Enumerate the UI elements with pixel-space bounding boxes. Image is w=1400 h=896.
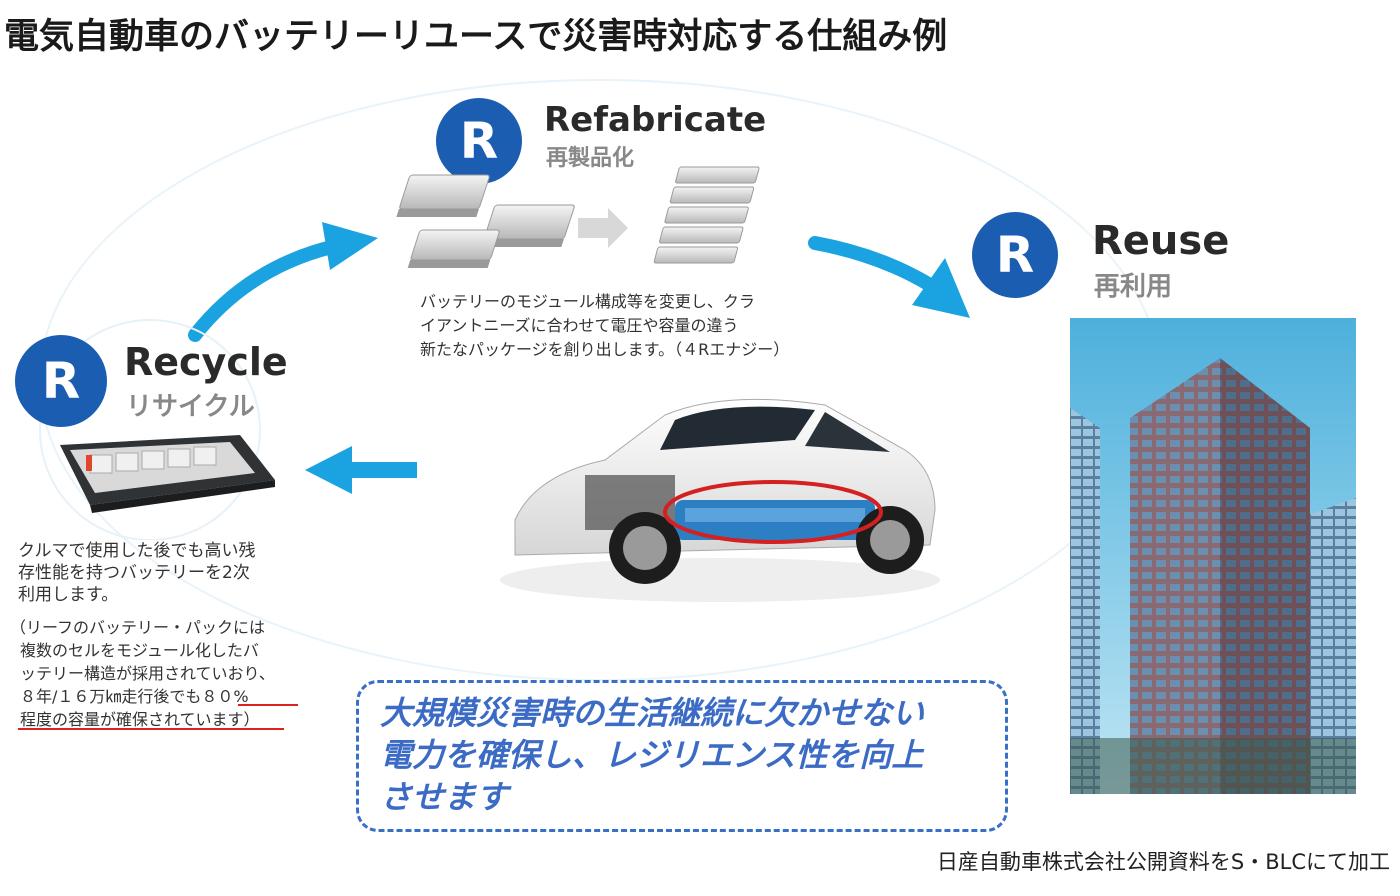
reuse-title-en: Reuse — [1092, 218, 1230, 264]
recycle-ring — [39, 319, 261, 540]
highlight-underline-80 — [238, 704, 298, 706]
recycle-badge: R — [15, 335, 107, 427]
battery-modules-illustration — [396, 166, 760, 268]
recycle-note-line: （リーフのバッテリー・パックには — [10, 618, 266, 637]
callout-box — [356, 680, 1008, 832]
recycle-desc-line: 存性能を持つバッテリーを2次 — [18, 563, 250, 583]
recycle-title-en: Recycle — [124, 340, 288, 384]
recycle-desc-line: 利用します。 — [18, 585, 119, 605]
refabricate-badge: R — [436, 98, 522, 184]
arrow-car-to-recycle — [305, 446, 417, 494]
recycle-note-line: 複数のセルをモジュール化したバ — [20, 641, 259, 660]
arrow-recycle-to-refabricate — [188, 222, 378, 342]
callout-line: させます — [380, 778, 509, 816]
recycle-note-line: ８年/１６万㎞走行後でも８０% — [20, 687, 249, 706]
recycle-description: クルマで使用した後でも高い残 存性能を持つバッテリーを2次 利用します。 — [18, 540, 256, 606]
recycle-note-line: ッテリー構造が採用されていおり、 — [20, 664, 275, 683]
refabricate-desc-line: 新たなパッケージを創り出します。（４Rエナジー） — [420, 340, 790, 359]
callout-line: 電力を確保し、レジリエンス性を向上 — [380, 736, 924, 774]
battery-pack-illustration — [60, 435, 275, 513]
recycle-note-line: 程度の容量が確保されています） — [20, 710, 260, 729]
module-to-stack-arrow — [578, 208, 628, 248]
reuse-badge: R — [972, 212, 1058, 298]
arrow-refabricate-to-reuse — [808, 236, 970, 318]
refabricate-desc-line: イアントニーズに合わせて電圧や容量の違う — [420, 316, 739, 335]
office-building-illustration — [1070, 318, 1356, 794]
highlight-underline-capacity — [18, 728, 284, 730]
recycle-desc-line: クルマで使用した後でも高い残 — [18, 541, 256, 561]
refabricate-title-en: Refabricate — [544, 100, 767, 140]
refabricate-desc-line: バッテリーのモジュール構成等を変更し、クラ — [420, 292, 755, 311]
page-title: 電気自動車のバッテリーリユースで災害時対応する仕組み例 — [4, 17, 948, 57]
recycle-title-jp: リサイクル — [126, 392, 255, 422]
callout-line: 大規模災害時の生活継続に欠かせない — [380, 694, 925, 732]
refabricate-title-jp: 再製品化 — [546, 146, 635, 171]
refabricate-description: バッテリーのモジュール構成等を変更し、クラ イアントニーズに合わせて電圧や容量の… — [420, 290, 789, 362]
reuse-title-jp: 再利用 — [1094, 272, 1173, 302]
recycle-note: （リーフのバッテリー・パックには 複数のセルをモジュール化したバ ッテリー構造が… — [10, 616, 275, 731]
callout-text: 大規模災害時の生活継続に欠かせない 電力を確保し、レジリエンス性を向上 させます — [380, 692, 990, 818]
electric-car-cutaway-illustration — [500, 398, 940, 602]
source-credit: 日産自動車株式会社公開資料をS・BLCにて加工 — [936, 850, 1390, 874]
